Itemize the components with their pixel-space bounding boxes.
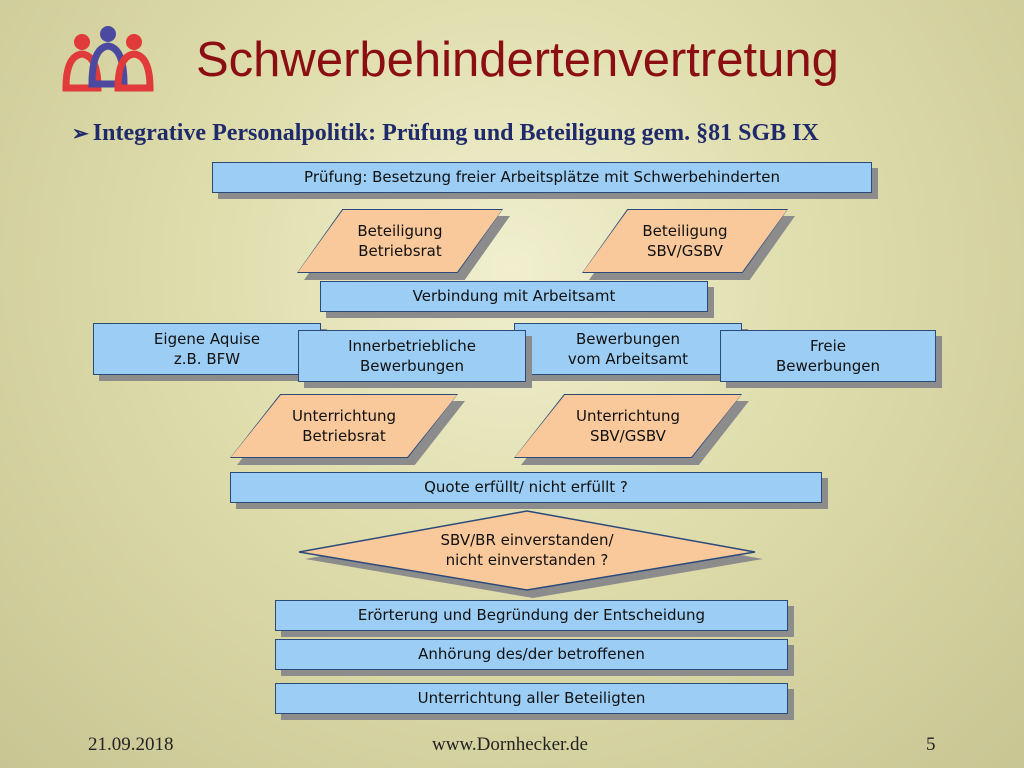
para-beteiligung-sbv: Beteiligung SBV/GSBV (582, 209, 788, 273)
box-freie-bewerbungen: Freie Bewerbungen (720, 330, 936, 382)
box-unterrichtung-alle: Unterrichtung aller Beteiligten (275, 683, 788, 714)
box-eigene-aquise: Eigene Aquise z.B. BFW (93, 323, 321, 375)
arrow-bullet-icon: ➢ (72, 123, 89, 145)
three-figures-logo-icon (60, 26, 156, 96)
box-verbindung: Verbindung mit Arbeitsamt (320, 281, 708, 312)
diamond-label: SBV/BR einverstanden/ nicht einverstande… (440, 530, 614, 569)
para-unterrichtung-sbv: Unterrichtung SBV/GSBV (514, 394, 742, 458)
box-quote: Quote erfüllt/ nicht erfüllt ? (230, 472, 822, 503)
subtitle: ➢ Integrative Personalpolitik: Prüfung u… (72, 120, 819, 147)
box-eroerterung: Erörterung und Begründung der Entscheidu… (275, 600, 788, 631)
footer-url: www.Dornhecker.de (432, 734, 588, 755)
para-label: Unterrichtung Betriebsrat (291, 406, 396, 445)
box-anhoerung: Anhörung des/der betroffenen (275, 639, 788, 670)
para-unterrichtung-betriebsrat: Unterrichtung Betriebsrat (230, 394, 458, 458)
footer-date: 21.09.2018 (88, 734, 174, 755)
para-label: Beteiligung Betriebsrat (357, 221, 443, 260)
box-pruefung: Prüfung: Besetzung freier Arbeitsplätze … (212, 162, 872, 193)
page-title: Schwerbehindertenvertretung (196, 33, 839, 87)
para-beteiligung-betriebsrat: Beteiligung Betriebsrat (297, 209, 503, 273)
diamond-einverstanden: SBV/BR einverstanden/ nicht einverstande… (298, 510, 763, 598)
box-innerbetriebliche: Innerbetriebliche Bewerbungen (298, 330, 526, 382)
subtitle-text: Integrative Personalpolitik: Prüfung und… (92, 120, 819, 146)
para-label: Unterrichtung SBV/GSBV (575, 406, 680, 445)
footer-page-number: 5 (926, 734, 936, 755)
para-label: Beteiligung SBV/GSBV (642, 221, 728, 260)
box-bewerbungen-arbeitsamt: Bewerbungen vom Arbeitsamt (514, 323, 742, 375)
